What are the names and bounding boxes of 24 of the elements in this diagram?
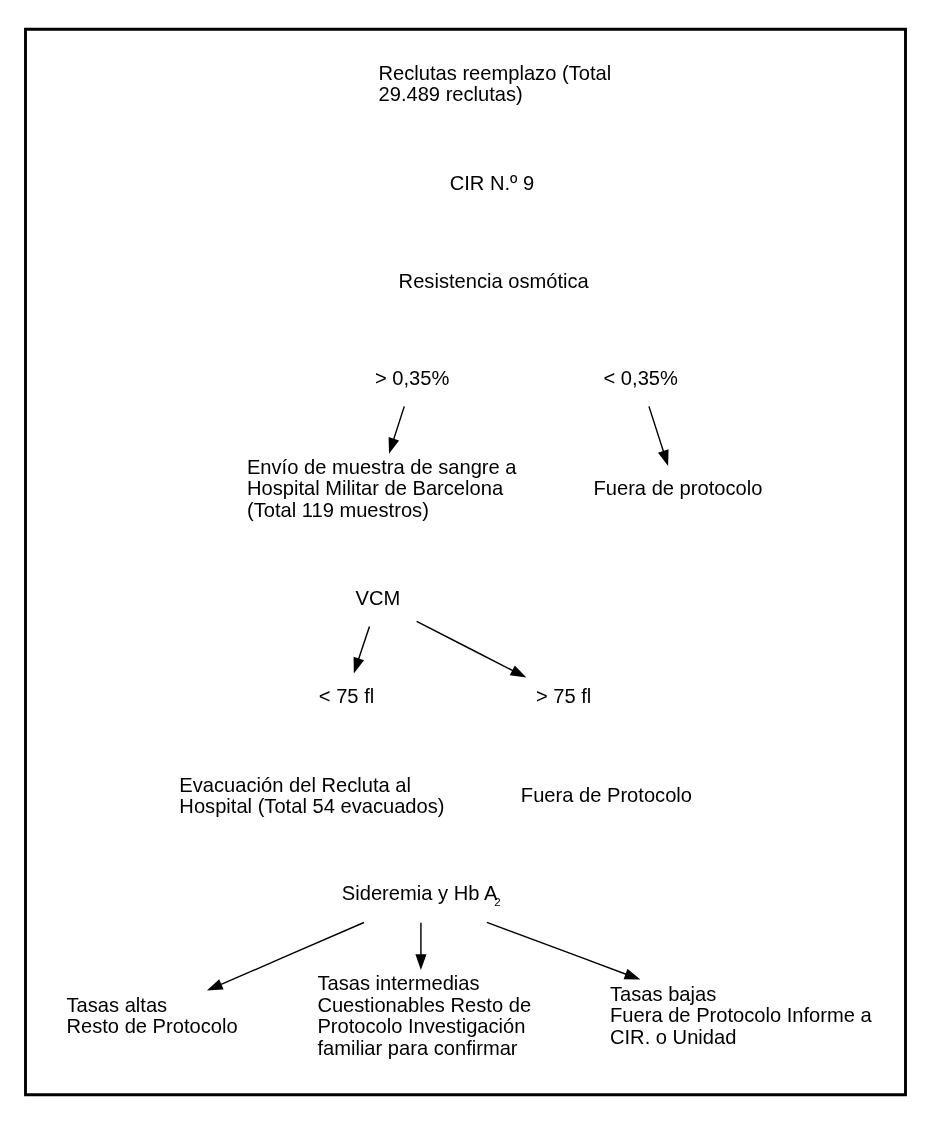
node-text: Sideremia y Hb A$_{2}$ (341, 881, 501, 908)
label: CIR N.º 9 (449, 171, 535, 194)
node-text: Envío de muestra de sangre a Hospital Militar de Barcelona (Total 119 muestros) (246, 455, 517, 521)
arrow (415, 921, 427, 970)
arrow (486, 921, 641, 980)
label: Fuera de Protocolo (520, 783, 693, 806)
node-text: Tasas intermedias Cuestionables Resto de Protocolo Investigación familiar para confirmar (317, 971, 532, 1059)
label: Resistencia osmótica (398, 269, 589, 292)
cluster (24, 27, 907, 1096)
node-text: Tasas altas Resto de Protocolo (66, 993, 238, 1037)
node-text: VCM (355, 586, 401, 609)
label: Reclutas reemplazo (Total 29.489 reclutas) (378, 61, 612, 105)
node-text: < 75 fl (318, 684, 375, 707)
arrow (353, 625, 371, 673)
node-text: Tasas bajas Fuera de Protocolo Informe a CIR. o Unidad (610, 982, 872, 1048)
arrow (388, 405, 405, 454)
node-text: < 0,35% (603, 366, 678, 389)
label: Evacuación del Recluta al Hospital (Total 54 evacuados) (179, 773, 445, 817)
node-text: Fuera de protocolo (593, 476, 763, 499)
arrow (648, 405, 669, 466)
arrow (206, 921, 365, 991)
arrow (415, 620, 527, 678)
node-text: > 0,35% (374, 366, 450, 389)
node-text: > 75 fl (535, 684, 592, 707)
